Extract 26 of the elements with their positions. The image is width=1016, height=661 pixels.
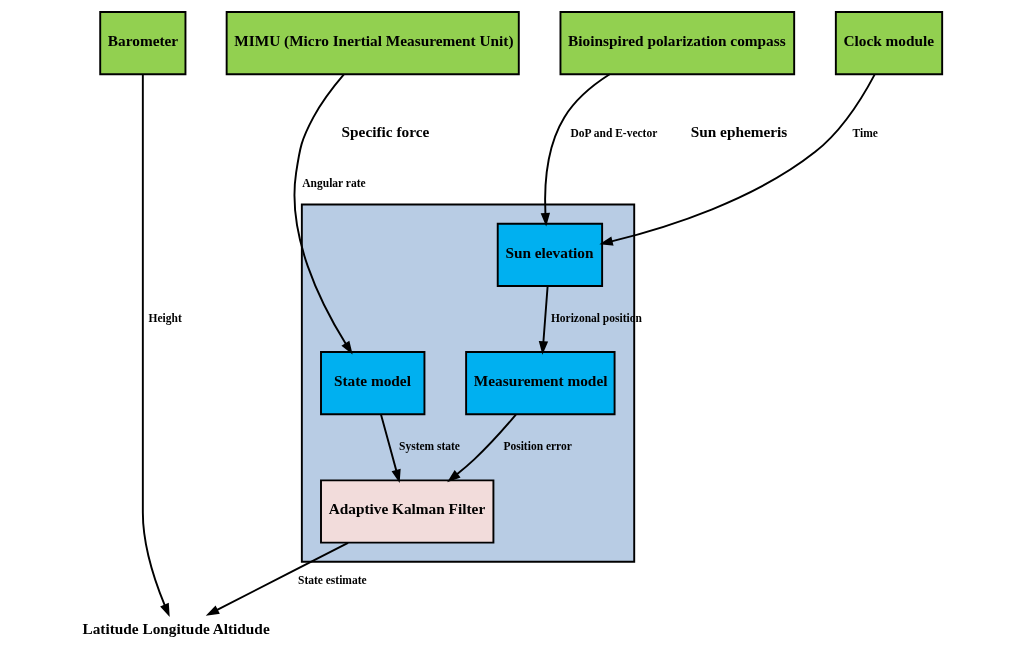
edge-label: DoP and E-vector [570, 127, 657, 140]
edge-label: System state [398, 439, 460, 452]
arrow [141, 73, 170, 618]
node-box: Bioinspired polarization compass [559, 11, 795, 76]
arrow [598, 73, 876, 246]
edge-label: State estimate [297, 573, 367, 586]
arrow [538, 285, 549, 355]
arrow [379, 413, 401, 483]
node-box: State model [319, 351, 425, 416]
arrow [446, 413, 517, 483]
node-box: Adaptive Kalman Filter [319, 479, 494, 544]
edge-label: Angular rate [301, 177, 366, 190]
node-box: Sun elevation [496, 222, 603, 287]
node-box: Clock module [834, 11, 943, 76]
arrow [293, 73, 353, 355]
node-text: Latitude Longitude Altidude [81, 620, 270, 638]
edge-label: Position error [502, 439, 572, 452]
edge-label: Time [852, 127, 878, 140]
label: Specific force [341, 123, 429, 141]
edge-label: Height [148, 311, 182, 324]
node-box: Barometer [98, 11, 186, 76]
arrow [205, 541, 349, 616]
node-box: Measurement model [464, 351, 616, 416]
node-box: MIMU (Micro Inertial Measurement Unit) [225, 11, 520, 76]
arrow [540, 73, 611, 227]
label: Sun ephemeris [690, 123, 787, 141]
